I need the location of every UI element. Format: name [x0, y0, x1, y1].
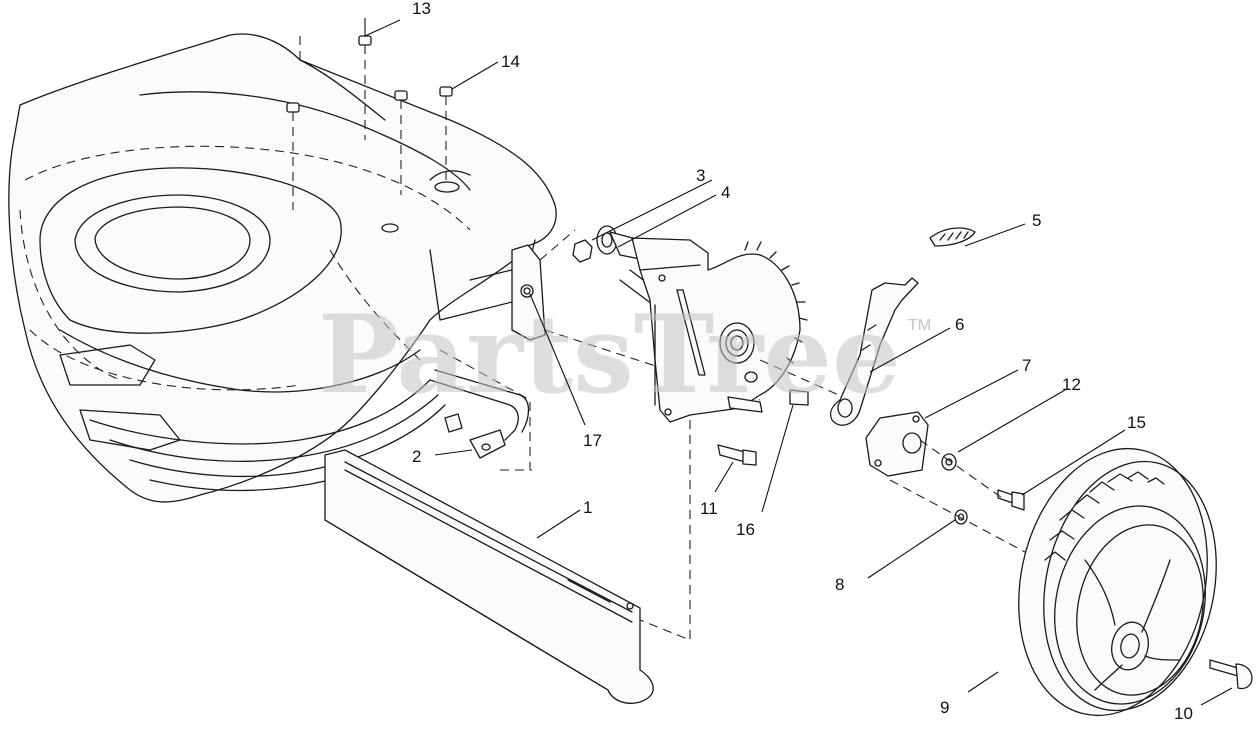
callout-7: 7 — [1022, 356, 1031, 375]
callout-17: 17 — [583, 431, 602, 450]
bolts — [717, 389, 809, 466]
height-adjust-plate — [631, 237, 851, 423]
leader-lines — [364, 18, 1233, 706]
callout-5: 5 — [1032, 211, 1041, 230]
callout-16: 16 — [736, 520, 755, 539]
callout-13: 13 — [412, 0, 431, 18]
adjust-lever — [829, 227, 976, 426]
watermark-text: PartsTree — [318, 292, 901, 418]
callout-12: 12 — [1062, 375, 1081, 394]
wheel — [1018, 447, 1253, 717]
pivot-rod — [429, 349, 691, 641]
callout-10: 10 — [1174, 704, 1193, 723]
small-hardware — [889, 439, 1041, 561]
callout-14: 14 — [501, 52, 520, 71]
callout-6: 6 — [955, 315, 964, 334]
callout-9: 9 — [940, 698, 949, 717]
callout-8: 8 — [835, 575, 844, 594]
callout-1: 1 — [583, 498, 592, 517]
callout-11: 11 — [700, 499, 718, 518]
callout-15: 15 — [1127, 413, 1146, 432]
callout-4: 4 — [721, 183, 730, 202]
callout-labels: 1 2 3 4 5 6 7 8 9 10 11 12 13 14 15 16 1… — [412, 0, 1193, 723]
callout-3: 3 — [696, 166, 705, 185]
hub-plate — [865, 411, 929, 477]
callout-2: 2 — [412, 447, 421, 466]
rear-flap — [324, 449, 654, 704]
watermark-trademark: TM — [908, 317, 931, 334]
mower-deck — [8, 30, 557, 503]
